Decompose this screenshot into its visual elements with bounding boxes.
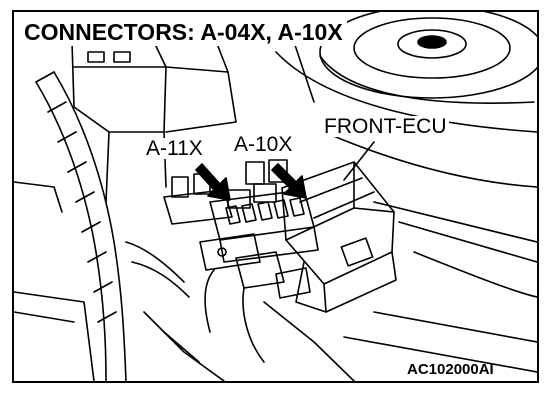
engine-bay-illustration [14,12,537,381]
reservoir-cap [319,12,537,104]
label-front-ecu: FRONT-ECU [322,115,449,138]
diagram-title: CONNECTORS: A-04X, A-10X [22,20,347,46]
fuse-cluster [163,159,288,225]
body-panels [275,41,537,373]
lower-left-block [14,181,225,381]
lower-connectors [199,233,355,381]
wiring-harness [35,71,190,381]
label-a10x: A-10X [232,133,295,156]
arrow-a10x [271,163,307,199]
front-ecu-leader [343,141,375,181]
diagram-frame: CONNECTORS: A-04X, A-10X A-11X A-10X FRO… [12,10,539,383]
figure-code: AC102000AI [407,361,494,378]
front-ecu-box [281,161,397,313]
pointer-arrows [195,163,307,201]
connector-a10x-block [209,183,319,263]
label-a11x: A-11X [144,137,205,160]
arrow-a11x [195,163,231,201]
